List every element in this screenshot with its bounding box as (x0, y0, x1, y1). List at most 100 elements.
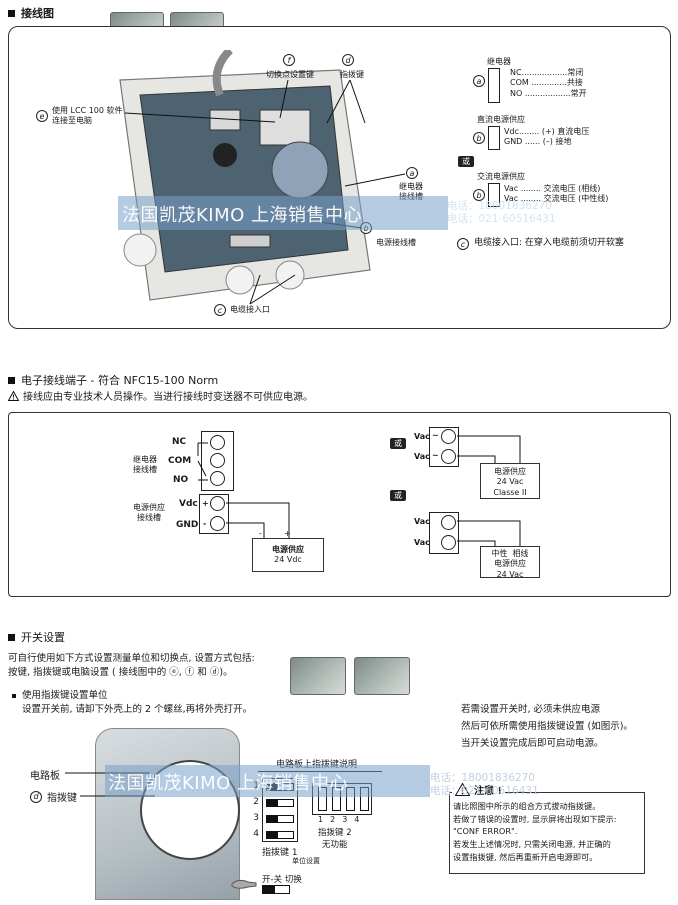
callout-d-lines (326, 79, 366, 124)
terminal-screw-no (210, 471, 225, 486)
term-com-label: COM (168, 456, 192, 466)
term-no-label: NO (173, 475, 189, 485)
dip1-label: 指拨键 1 (262, 848, 298, 858)
switch-key-label: 切换点设置键 (266, 70, 314, 79)
dip-callout: d 指拨键 (30, 789, 77, 804)
callout-a-line (345, 173, 406, 187)
terminal-or-badge-2: 或 (390, 490, 406, 501)
wiring-section-title: 接线图 (8, 5, 54, 21)
term-gnd-label: GND (176, 520, 199, 530)
legend-cable-note: c 电缆接入口: 在穿入电缆前须切开软塞 (457, 238, 624, 250)
ac2-vac-top: Vac (414, 517, 430, 526)
dc-wiring-lines (226, 502, 290, 538)
legend-a-marker: a (473, 75, 485, 87)
callout-c: c 电缆接入口 (214, 304, 270, 316)
switch-photo-1 (290, 657, 346, 695)
legend-dc-strip (488, 126, 500, 150)
ac1-tilde-2: ~ (432, 451, 439, 460)
board-label: HIT (100, 113, 112, 121)
switch-right-notes: 若需设置开关时, 必须未供应电源 然后可依所需使用指拨键设置 (如图示)。 当开… (461, 704, 633, 750)
terminal-or-badge-1: 或 (390, 438, 406, 449)
warning-icon (8, 390, 19, 401)
callout-e-marker: e (36, 110, 48, 123)
legend-relay-title: 继电器 (487, 57, 511, 66)
legend-ac-strip (488, 183, 500, 207)
legend-or-badge: 或 (458, 156, 474, 167)
warning-icon (455, 783, 470, 796)
legend-b2-marker: b (473, 189, 485, 201)
legend-relay-list: NC..................常闭 COM .............… (510, 68, 587, 98)
watermark-phones-1: 电话：18001836270 电话：021-60516431 (447, 200, 556, 226)
ac2-screw-2 (441, 535, 456, 550)
switch-section-title: 开关设置 (8, 629, 65, 645)
lcc-text-line-2: 连接至电脑 (52, 116, 92, 126)
board-callout-label: 电路板 (30, 771, 60, 782)
attention-text: 请比照图中所示的组合方式拔动指拨键。 若做了错误的设置时, 显示屏将出现如下提示… (453, 801, 617, 862)
callout-c-lines (249, 274, 296, 305)
term-nc-label: NC (172, 437, 187, 447)
lcc-text-line-1: 使用 LCC 100 软件 (52, 106, 123, 115)
ac1-wiring-lines (457, 435, 521, 465)
relay-slot-caption: 继电器接线槽 (133, 455, 157, 475)
relay-switch-symbol (197, 442, 208, 481)
watermark-band-1 (118, 196, 448, 230)
legend-dc-list: Vdc........ (+) 直流电压 GND ...... (–) 接地 (504, 127, 590, 147)
ac1-screw-1 (441, 429, 456, 444)
power-slot-label: 电源接线槽 (376, 238, 416, 247)
dc-minus: - (259, 529, 262, 538)
section-bullet-icon (8, 633, 15, 641)
hand-pointer-icon (231, 879, 257, 889)
switch-intro: 可自行使用如下方式设置测量单位和切换点, 设置方式包括: 按键, 指拨键或电脑设… (8, 653, 255, 679)
ac2-vac-bottom: Vac (414, 538, 430, 547)
terminal-section-title: 电子接线端子 - 符合 NFC15-100 Norm (8, 372, 218, 388)
callout-e: e 使用 LCC 100 软件 连接至电脑 (36, 106, 123, 127)
callout-a-marker: a (406, 167, 418, 179)
terminal-screw-com (210, 453, 225, 468)
terminal-screw-vdc (210, 496, 225, 511)
legend-relay-strip (488, 68, 500, 103)
legend-ac-list: Vac ........ 交流电压 (相线) Vac ........ 交流电压… (504, 184, 609, 204)
section-bullet-icon (8, 9, 15, 17)
term-minus-sign: - (203, 519, 207, 528)
ac1-screw-2 (441, 449, 456, 464)
bullet-icon (12, 694, 16, 699)
dip-key-label: 指拨键 (340, 70, 364, 79)
ac2-screw-1 (441, 515, 456, 530)
ac1-tilde-1: ~ (432, 431, 439, 440)
switch-bullet: 使用指拨键设置单位 设置开关前, 请卸下外壳上的 2 个螺丝,再将外壳打开。 (12, 689, 252, 718)
terminal-warning: 接线应由专业技术人员操作。当进行接线时变送器不可供应电源。 (8, 388, 313, 403)
watermark-text-2: 法国凯茂KIMO 上海销售中心 (108, 773, 349, 794)
attention-box (449, 792, 645, 874)
ac1-vac-top: Vac (414, 432, 430, 441)
callout-d-marker: d (342, 54, 354, 66)
onoff-indicator: 开-关 切换 (230, 873, 302, 894)
watermark-phones-2: 电话：18001836270 电话：021-60516431 (430, 772, 539, 798)
legend-ac-title: 交流电源供应 (477, 172, 525, 181)
terminal-panel (8, 412, 671, 597)
ac1-vac-bottom: Vac (414, 452, 430, 461)
terminal-screw-nc (210, 435, 225, 450)
dc-plus: + (284, 529, 291, 538)
unit-setting-label: 单位设置 (292, 857, 320, 865)
callout-f-line (279, 79, 289, 119)
cable-entry-label: 电缆接入口 (230, 304, 270, 314)
legend-b-marker: b (473, 132, 485, 144)
switch-photo-2 (354, 657, 410, 695)
watermark-text-1: 法国凯茂KIMO 上海销售中心 (122, 205, 363, 226)
callout-e-line (125, 112, 276, 123)
attention-header: 注意 ! (452, 782, 506, 797)
ac2-wiring-lines (457, 520, 521, 546)
term-plus-sign: + (202, 499, 209, 508)
section-bullet-icon (8, 376, 15, 384)
watermark-band-2 (105, 765, 430, 797)
terminal-screw-gnd (210, 516, 225, 531)
legend-dc-title: 直流电源供应 (477, 115, 525, 124)
term-vdc-label: Vdc (179, 499, 198, 509)
callout-f-marker: f (283, 54, 295, 66)
power-slot-caption: 电源供应接线槽 (133, 503, 165, 523)
